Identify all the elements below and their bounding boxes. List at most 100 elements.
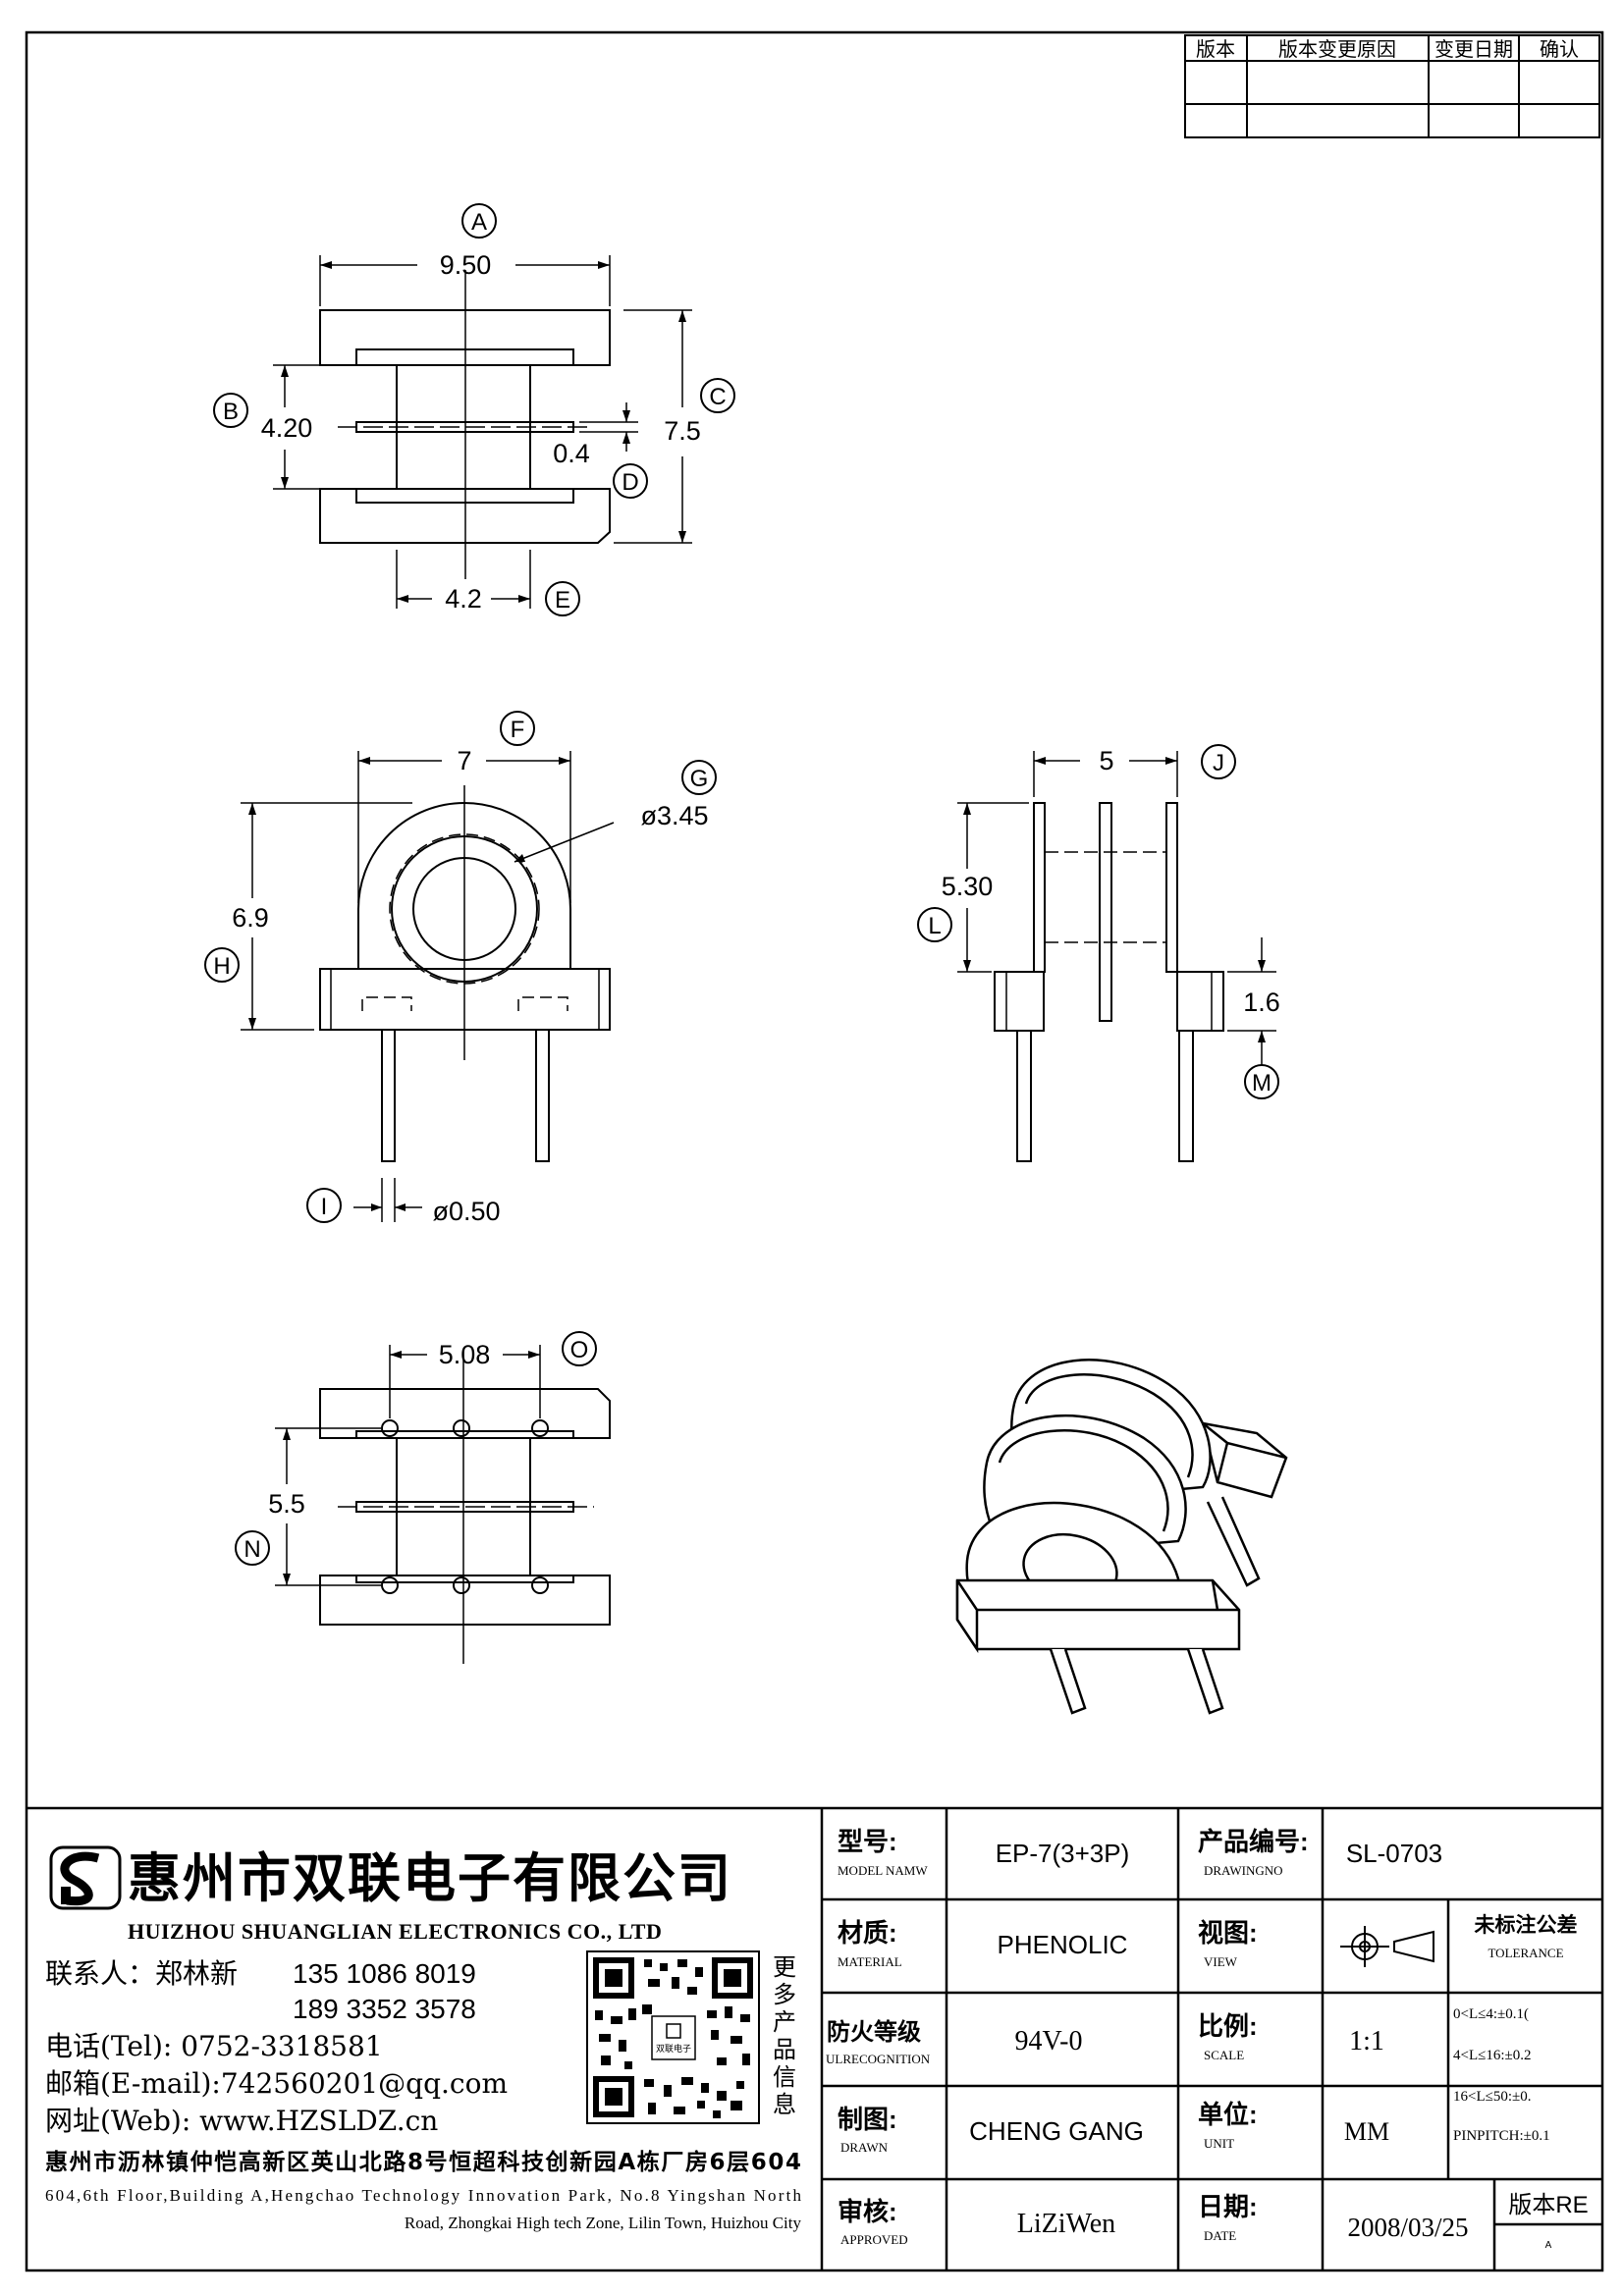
phone-1: 135 1086 8019 (293, 1958, 476, 1989)
balloon-g: G (690, 766, 709, 792)
balloon-j: J (1213, 750, 1224, 776)
svg-text:VIEW: VIEW (1204, 1954, 1238, 1969)
rev-header-date: 变更日期 (1434, 38, 1513, 61)
model-value: EP-7(3+3P) (996, 1839, 1130, 1868)
side-rib (1099, 802, 1112, 1022)
rev-header-reason: 版本变更原因 (1278, 38, 1396, 61)
rev-label: 版本RE (1508, 2192, 1588, 2218)
pin-hole (381, 1419, 399, 1437)
svg-text:APPROVED: APPROVED (840, 2232, 908, 2247)
approved-value: LiZiWen (1017, 2209, 1115, 2239)
svg-text:MODEL NAMW: MODEL NAMW (838, 1863, 928, 1878)
pin-hole (453, 1419, 470, 1437)
pin-hole (381, 1576, 399, 1594)
date-value: 2008/03/25 (1347, 2213, 1468, 2242)
svg-text:信: 信 (773, 2064, 796, 2091)
drawingno-value: SL-0703 (1346, 1839, 1442, 1868)
dim-j-value: 5 (1099, 746, 1113, 775)
bottom-view-arrows (283, 1351, 540, 1585)
phone-2: 189 3352 3578 (293, 1994, 476, 2024)
front-view (241, 751, 615, 1222)
ul-value: 94V-0 (1015, 2026, 1083, 2056)
email-line: 邮箱(E-mail):742560201@qq.com (45, 2067, 508, 2100)
svg-text:产: 产 (773, 2009, 796, 2036)
side-view-arrows (963, 757, 1266, 1042)
tolerance-label: 未标注公差 (1475, 1913, 1578, 1937)
drawingno-label: 产品编号: (1198, 1827, 1309, 1856)
date-label: 日期: (1198, 2192, 1258, 2221)
balloon-a: A (471, 209, 487, 236)
pin-hole (531, 1576, 549, 1594)
tel-line: 电话(Tel): 0752-3318581 (45, 2030, 383, 2062)
top-view-dims: 9.50 7.5 4.20 0.4 4.2 (261, 250, 701, 614)
balloon-c: C (709, 384, 726, 410)
svg-text:品: 品 (773, 2037, 796, 2063)
svg-text:DRAWN: DRAWN (840, 2140, 889, 2155)
revision-headers: 版本 版本变更原因 变更日期 确认 (1196, 38, 1579, 61)
balloon-i: I (321, 1194, 328, 1220)
bottom-top-flange (319, 1388, 611, 1439)
dim-m-value: 1.6 (1243, 988, 1280, 1017)
front-pin-right (535, 1029, 550, 1162)
balloon-f: F (511, 717, 525, 743)
front-view-dims: 7 ø3.45 6.9 ø0.50 (232, 746, 708, 1226)
company-logo-icon (49, 1845, 122, 1910)
balloon-m: M (1252, 1070, 1271, 1096)
contact-person: 联系人：郑林新 (45, 1957, 238, 1990)
side-base-right (1176, 971, 1224, 1032)
svg-text:更: 更 (773, 1954, 796, 1981)
svg-text:息: 息 (773, 2092, 796, 2118)
qr-center-text: 双联电子 (656, 2043, 691, 2054)
balloon-n: N (243, 1536, 260, 1563)
model-label: 型号: (838, 1827, 897, 1856)
sheet-border (25, 30, 1604, 2272)
side-view (957, 751, 1276, 1162)
dim-f-value: 7 (457, 746, 471, 775)
side-pin-left (1016, 1030, 1032, 1162)
side-base-left (994, 971, 1045, 1032)
top-view-balloons: A B C D E (213, 203, 735, 616)
svg-text:DATE: DATE (1204, 2228, 1236, 2243)
dim-l-value: 5.30 (942, 872, 994, 901)
unit-value: MM (1344, 2117, 1389, 2146)
company-name-en: HUIZHOU SHUANGLIAN ELECTRONICS CO., LTD (128, 1919, 662, 1944)
dim-n-value: 5.5 (268, 1489, 305, 1519)
tolerance-line-4: PINPITCH:±0.1 (1453, 2128, 1550, 2144)
tolerance-line-1: 0<L≤4:±0.1( (1453, 2006, 1529, 2022)
svg-text:多: 多 (773, 1982, 796, 2008)
side-pin-right (1178, 1030, 1194, 1162)
material-value: PHENOLIC (998, 1930, 1128, 1959)
projection-symbol-icon (1340, 1926, 1434, 1967)
side-view-dims: 5 5.30 1.6 (942, 746, 1280, 1017)
svg-text:SCALE: SCALE (1204, 2048, 1244, 2062)
side-flange-right (1165, 802, 1178, 973)
balloon-h: H (213, 953, 230, 980)
rev-header-confirm: 确认 (1540, 38, 1579, 61)
tolerance-line-2: 4<L≤16:±0.2 (1453, 2048, 1532, 2063)
front-pin-left (381, 1029, 396, 1162)
address-en-1: 604,6th Floor,Building A,Hengchao Techno… (45, 2186, 802, 2205)
dim-e-value: 4.2 (445, 584, 482, 614)
dim-o-value: 5.08 (439, 1340, 491, 1369)
dim-h-value: 6.9 (232, 903, 269, 933)
pin-hole (453, 1576, 470, 1594)
balloon-o: O (570, 1337, 589, 1363)
tolerance-line-3: 16<L≤50:±0. (1453, 2089, 1532, 2105)
dim-a-value: 9.50 (440, 250, 492, 280)
bottom-view-dims: 5.08 5.5 (268, 1340, 490, 1519)
side-view-balloons: J L M (917, 744, 1279, 1099)
dim-g-value: ø3.45 (640, 801, 708, 830)
isometric-view (955, 1359, 1288, 1715)
rev-header-version: 版本 (1196, 38, 1235, 61)
title-block-frame (27, 1806, 1602, 2270)
material-label: 材质: (838, 1918, 897, 1948)
ul-label: 防火等级 (827, 2018, 921, 2046)
top-view (273, 255, 692, 609)
svg-text:DRAWINGNO: DRAWINGNO (1204, 1863, 1283, 1878)
dim-c-value: 7.5 (664, 416, 701, 446)
balloon-e: E (555, 587, 570, 614)
balloon-b: B (223, 399, 239, 425)
view-label: 视图: (1198, 1918, 1258, 1948)
balloon-l: L (928, 913, 941, 939)
